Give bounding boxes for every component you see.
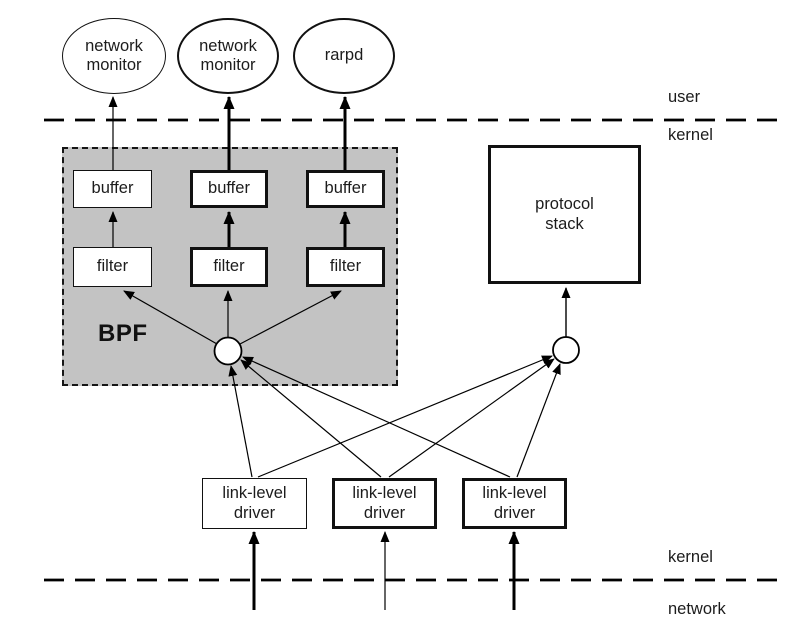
buffer-box-2: buffer (190, 170, 268, 208)
user-label: user (668, 88, 701, 106)
filter-box-2: filter (190, 247, 268, 287)
filter-to-buffer-arrows (108, 211, 351, 247)
tap-to-filter-arrows (123, 290, 342, 345)
network-to-driver-arrows (248, 531, 520, 610)
bpf-label: BPF (98, 320, 148, 347)
filter-box-3: filter (306, 247, 385, 287)
link-level-driver-box-1: link-level driver (202, 478, 307, 529)
protocol-stack-box: protocol stack (488, 145, 641, 284)
filter-box-1: filter (73, 247, 152, 287)
buffer-to-process-arrows (108, 96, 351, 170)
link-level-driver-box-2: link-level driver (332, 478, 437, 529)
kernel-label-bottom: kernel (668, 548, 713, 566)
bpf-tap-circle (213, 336, 243, 366)
driver-to-bpf-tap-arrows (228, 356, 511, 478)
network-label: network (668, 600, 726, 618)
link-level-driver-box-3: link-level driver (462, 478, 567, 529)
process-ellipse-network-monitor-2: network monitor (177, 18, 279, 94)
driver-to-protocol-tap-arrows (257, 355, 561, 478)
buffer-box-1: buffer (73, 170, 152, 208)
protocol-tap-circle (552, 336, 580, 364)
process-ellipse-rarpd: rarpd (293, 18, 395, 94)
buffer-box-3: buffer (306, 170, 385, 208)
process-ellipse-network-monitor-1: network monitor (62, 18, 166, 94)
kernel-label-top: kernel (668, 126, 713, 144)
